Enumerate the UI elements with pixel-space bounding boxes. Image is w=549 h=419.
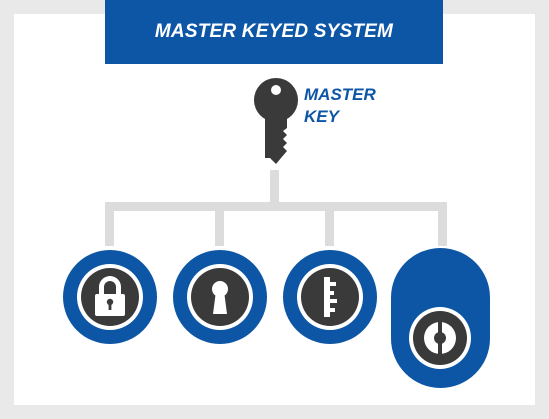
diagram-title: MASTER KEYED SYSTEM bbox=[154, 21, 394, 42]
lock-node-1 bbox=[63, 250, 157, 344]
connector-drop-1 bbox=[105, 202, 114, 246]
connector-lines bbox=[105, 170, 447, 246]
master-key-label: MASTER KEY bbox=[304, 84, 376, 128]
deadbolt-thumbturn-icon bbox=[424, 322, 456, 354]
lock-node-3 bbox=[283, 250, 377, 344]
connector-bus bbox=[105, 202, 447, 211]
master-key-label-line2: KEY bbox=[304, 107, 339, 126]
connector-trunk bbox=[270, 170, 279, 210]
connector-drop-3 bbox=[325, 202, 334, 246]
padlock-icon bbox=[95, 276, 125, 316]
connector-drop-4 bbox=[438, 202, 447, 246]
title-banner: MASTER KEYED SYSTEM bbox=[105, 0, 443, 64]
connector-drop-2 bbox=[215, 202, 224, 246]
keyhole-icon bbox=[212, 281, 228, 314]
key-cylinder-icon bbox=[324, 277, 337, 317]
lock-node-2 bbox=[173, 250, 267, 344]
lock-node-4 bbox=[391, 248, 490, 388]
master-key-label-line1: MASTER bbox=[304, 85, 376, 104]
master-key-icon bbox=[254, 78, 298, 164]
